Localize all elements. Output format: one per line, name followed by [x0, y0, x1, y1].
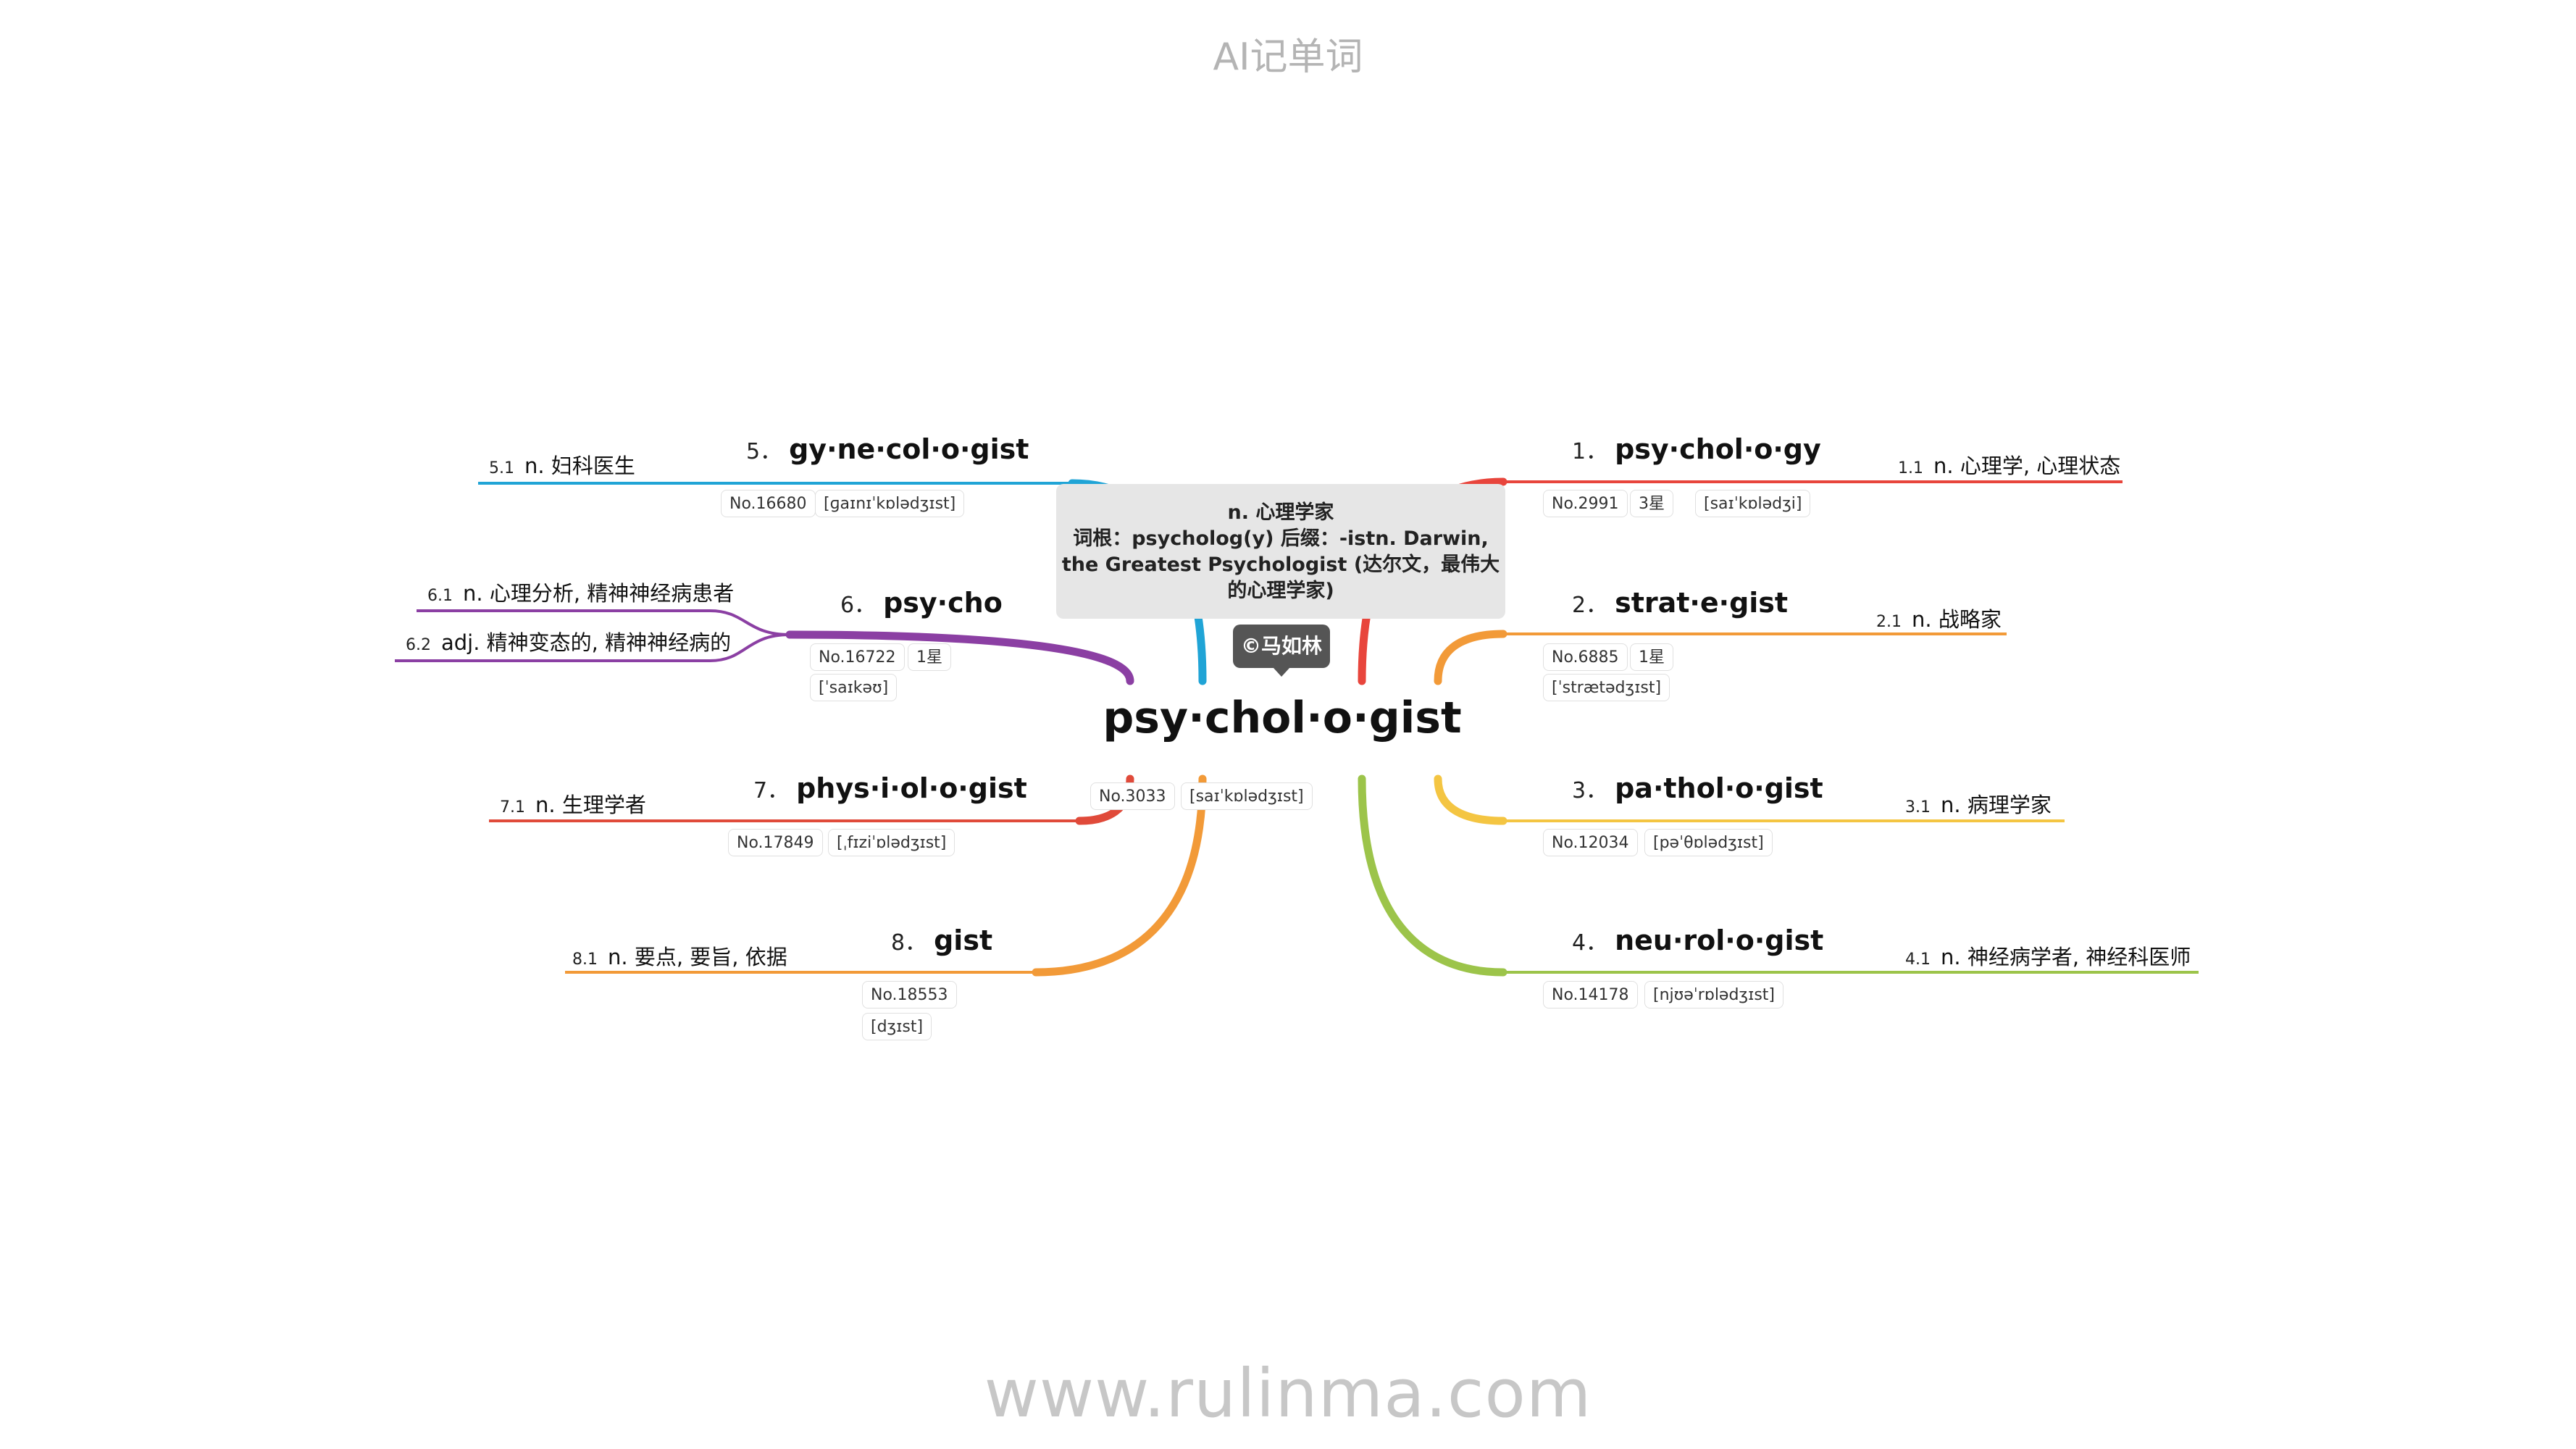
- root-phonetic-tag: [saɪˈkɒlədʒɪst]: [1181, 782, 1313, 810]
- sense-item: 7.1 n. 生理学者: [500, 788, 646, 819]
- branch-word-text: psy·cho: [883, 587, 1003, 619]
- branch-index: 6．: [840, 593, 877, 618]
- branch-word-8[interactable]: 8． gist: [891, 924, 992, 956]
- branch-line-6: [395, 609, 790, 662]
- branch-tag: [pəˈθɒlədʒɪst]: [1644, 829, 1773, 856]
- branch-tag: No.2991: [1543, 490, 1628, 517]
- branch-word-6[interactable]: 6．psy·cho: [840, 587, 1003, 619]
- sense-id: 2.1: [1876, 613, 1902, 631]
- sense-item: 4.1 n. 神经病学者, 神经科医师: [1905, 940, 2191, 971]
- branch-word-text: gy·ne·col·o·gist: [789, 433, 1029, 465]
- sense-id: 7.1: [500, 798, 525, 817]
- branch-tag: 1星: [1630, 643, 1673, 671]
- branch-tag: 3星: [1630, 490, 1673, 517]
- sense-item: 2.1 n. 战略家: [1876, 603, 2002, 633]
- root-number-tag: No.3033: [1090, 782, 1175, 810]
- definition-line: the Greatest Psychologist (达尔文，最伟大: [1061, 554, 1500, 576]
- branch-word-text: neu·rol·o·gist: [1615, 924, 1824, 956]
- branch-word-text: psy·chol·o·gy: [1615, 433, 1821, 465]
- sense-id: 5.1: [489, 459, 514, 477]
- sense-text: n. 要点, 要旨, 依据: [608, 945, 787, 969]
- branch-index: 7．: [753, 778, 790, 803]
- sense-item: 5.1 n. 妇科医生: [489, 449, 635, 480]
- footer-url: www.rulinma.com: [984, 1355, 1592, 1432]
- branch-tag: No.16680: [721, 490, 816, 517]
- branch-word-text: strat·e·gist: [1615, 587, 1789, 619]
- branch-tag: No.6885: [1543, 643, 1628, 671]
- sense-text: n. 生理学者: [535, 793, 646, 817]
- branch-tag: 1星: [908, 643, 951, 671]
- branch-connector-4: [1358, 774, 1507, 977]
- branch-word-text: pa·thol·o·gist: [1615, 772, 1823, 804]
- author-badge: ©马如林: [1233, 625, 1330, 677]
- branch-word-5[interactable]: 5． gy·ne·col·o·gist: [746, 433, 1029, 465]
- branch-word-3[interactable]: 3． pa·thol·o·gist: [1572, 772, 1823, 804]
- branch-tag: [ˈsaɪkəʊ]: [810, 674, 898, 701]
- branch-word-1[interactable]: 1． psy·chol·o·gy: [1572, 433, 1821, 465]
- sense-text: n. 战略家: [1912, 607, 2002, 632]
- branch-tag: No.18553: [862, 981, 957, 1009]
- sense-text: adj. 精神变态的, 精神神经病的: [441, 630, 732, 655]
- root-word[interactable]: psy·chol·o·gist: [1103, 693, 1462, 743]
- branch-index: 2．: [1572, 593, 1608, 618]
- sense-text: n. 病理学家: [1941, 793, 2052, 817]
- branch-index: 1．: [1572, 439, 1608, 464]
- sense-text: n. 妇科医生: [524, 454, 635, 478]
- branch-connector-3: [1434, 774, 1507, 825]
- branch-index: 8．: [891, 930, 927, 956]
- sense-item: 8.1 n. 要点, 要旨, 依据: [572, 940, 787, 971]
- definition-line: 词根：psycholog(y) 后缀：-istn. Darwin,: [1073, 527, 1489, 550]
- branch-tag: [dʒɪst]: [862, 1013, 932, 1040]
- sense-item: 6.2 adj. 精神变态的, 精神神经病的: [406, 626, 731, 656]
- header-title: AI记单词: [1213, 36, 1363, 79]
- branch-tag: No.17849: [728, 829, 823, 856]
- branch-tag: No.12034: [1543, 829, 1638, 856]
- branch-tag: [njʊəˈrɒlədʒɪst]: [1644, 981, 1783, 1009]
- branch-index: 4．: [1572, 930, 1608, 956]
- branch-index: 5．: [746, 439, 782, 464]
- branch-word-4[interactable]: 4． neu·rol·o·gist: [1572, 924, 1823, 956]
- sense-text: n. 神经病学者, 神经科医师: [1941, 945, 2191, 969]
- branch-tag: No.16722: [810, 643, 905, 671]
- root-definition-box: n. 心理学家 词根：psycholog(y) 后缀：-istn. Darwin…: [1056, 484, 1505, 619]
- branch-word-text: gist: [934, 924, 993, 956]
- definition-line: n. 心理学家: [1227, 501, 1334, 524]
- sense-id: 6.1: [427, 587, 453, 605]
- sense-item: 3.1 n. 病理学家: [1905, 788, 2052, 819]
- branch-word-text: phys·i·ol·o·gist: [796, 772, 1027, 804]
- branch-tag: [ˈstrætədʒɪst]: [1543, 674, 1670, 701]
- definition-line: 的心理学家): [1227, 580, 1334, 602]
- branch-tag: No.14178: [1543, 981, 1638, 1009]
- branch-tag: [ɡaɪnɪˈkɒlədʒɪst]: [815, 490, 965, 517]
- branch-index: 3．: [1572, 778, 1608, 803]
- sense-id: 1.1: [1898, 459, 1923, 477]
- branch-tag: [ˌfɪziˈɒlədʒɪst]: [828, 829, 955, 856]
- sense-id: 6.2: [406, 636, 431, 654]
- branch-connector-8: [1032, 774, 1207, 977]
- branch-word-7[interactable]: 7．phys·i·ol·o·gist: [753, 772, 1027, 804]
- sense-text: n. 心理学, 心理状态: [1933, 454, 2121, 478]
- branch-connector-2: [1434, 630, 1507, 685]
- sense-text: n. 心理分析, 精神神经病患者: [463, 581, 735, 606]
- branch-word-2[interactable]: 2． strat·e·gist: [1572, 587, 1788, 619]
- branch-tag: [saɪˈkɒlədʒi]: [1695, 490, 1811, 517]
- sense-item: 6.1 n. 心理分析, 精神神经病患者: [427, 577, 734, 607]
- sense-item: 1.1 n. 心理学, 心理状态: [1898, 449, 2120, 480]
- branch-connector-6: [785, 630, 1134, 685]
- sense-id: 4.1: [1905, 951, 1931, 969]
- sense-id: 3.1: [1905, 798, 1931, 817]
- sense-id: 8.1: [572, 951, 598, 969]
